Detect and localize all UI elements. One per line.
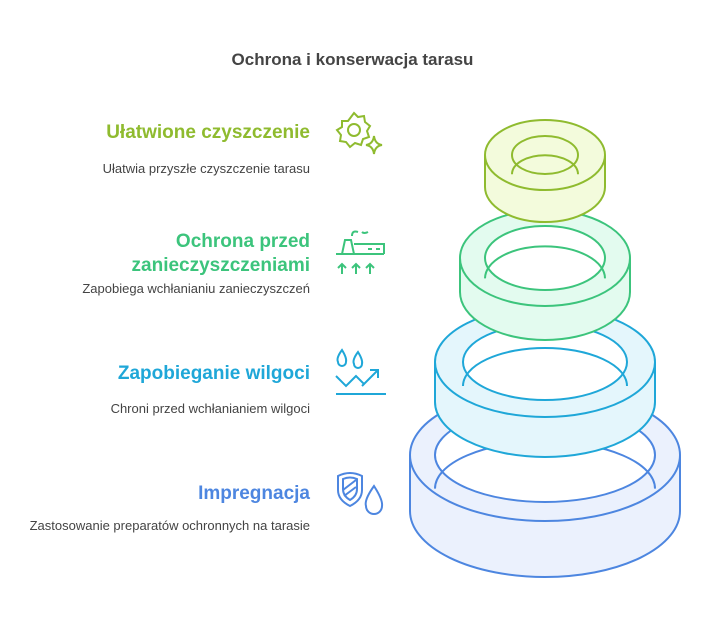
ring-level-3 bbox=[434, 306, 656, 458]
level-3-description: Chroni przed wchłanianiem wilgoci bbox=[110, 401, 310, 416]
water-drops-arrows-icon bbox=[335, 348, 386, 395]
level-2-description: Zapobiega wchłanianiu zanieczyszczeń bbox=[82, 281, 310, 296]
ring-inner-wall bbox=[462, 347, 628, 387]
gear-sparkle-icon bbox=[335, 111, 383, 155]
level-3-heading: Zapobieganie wilgoci bbox=[117, 363, 310, 384]
ring-hole bbox=[484, 225, 606, 291]
level-4-heading: Impregnacja bbox=[198, 483, 310, 504]
ring-level-2 bbox=[459, 209, 631, 341]
level-1-description: Ułatwia przyszłe czyszczenie tarasu bbox=[102, 161, 310, 176]
level-2-heading: Ochrona przed zanieczyszczeniami bbox=[131, 231, 310, 276]
ring-inner-wall bbox=[484, 245, 606, 279]
factory-pollution-icon bbox=[336, 230, 385, 274]
ring-inner-wall bbox=[511, 154, 579, 175]
shield-drop-icon bbox=[337, 472, 384, 515]
ring-level-1 bbox=[484, 119, 606, 223]
level-4-description: Zastosowanie preparatów ochronnych na ta… bbox=[29, 518, 310, 533]
diagram-title: Ochrona i konserwacja tarasu bbox=[231, 50, 474, 69]
level-1-heading: Ułatwione czyszczenie bbox=[106, 122, 310, 143]
